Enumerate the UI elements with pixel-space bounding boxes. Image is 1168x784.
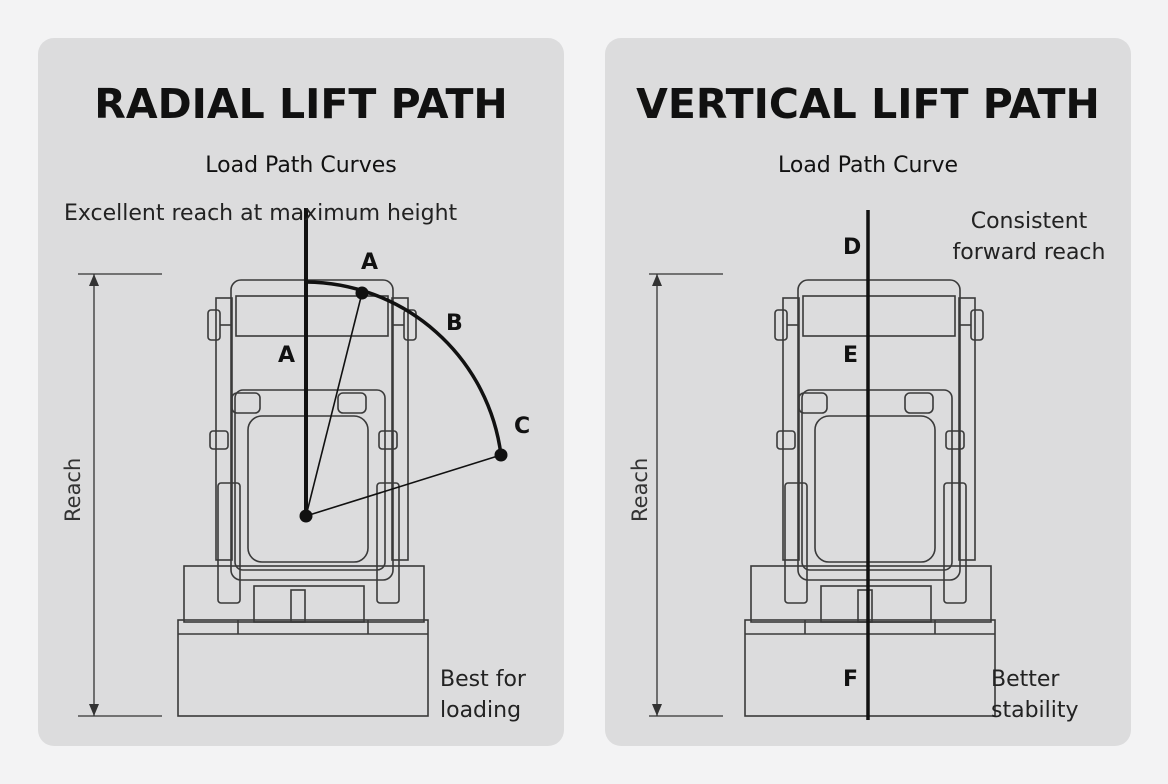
arrow-down-icon bbox=[89, 704, 99, 716]
label-a-top: A bbox=[361, 250, 379, 275]
arrow-up-icon bbox=[89, 274, 99, 286]
panel-subtitle: Load Path Curve bbox=[778, 153, 958, 178]
top-note: Excellent reach at maximum height bbox=[64, 201, 458, 226]
label-f: F bbox=[843, 667, 859, 692]
panel-title: RADIAL LIFT PATH bbox=[94, 80, 508, 128]
bottom-note: Better stability bbox=[991, 667, 1079, 723]
bottom-note: Best for loading bbox=[440, 667, 526, 723]
point-c bbox=[494, 448, 508, 462]
arrow-down-icon bbox=[652, 704, 662, 716]
panel-subtitle: Load Path Curves bbox=[205, 153, 397, 178]
radial-lift-panel: RADIAL LIFT PATH Load Path Curves bbox=[38, 38, 564, 746]
loader-outline bbox=[177, 279, 429, 717]
reach-label: Reach bbox=[628, 457, 652, 522]
label-d: D bbox=[843, 235, 862, 260]
vertical-lift-panel: VERTICAL LIFT PATH Load Path Curve Consi… bbox=[605, 38, 1131, 746]
skid-steer-drawing bbox=[78, 208, 508, 717]
radius-line-a bbox=[305, 292, 363, 517]
point-a bbox=[355, 286, 369, 300]
pivot-point bbox=[299, 509, 313, 523]
top-note: Consistent forward reach bbox=[952, 209, 1106, 265]
reach-label: Reach bbox=[61, 457, 85, 522]
label-c: C bbox=[514, 414, 531, 439]
radius-line-c bbox=[305, 454, 502, 517]
radial-arc bbox=[305, 280, 503, 456]
label-a: A bbox=[278, 343, 296, 368]
arrow-up-icon bbox=[652, 274, 662, 286]
panel-title: VERTICAL LIFT PATH bbox=[636, 80, 1100, 128]
skid-steer-drawing bbox=[649, 210, 996, 720]
loader-outline bbox=[744, 279, 996, 717]
label-e: E bbox=[843, 343, 859, 368]
label-b: B bbox=[446, 311, 463, 336]
